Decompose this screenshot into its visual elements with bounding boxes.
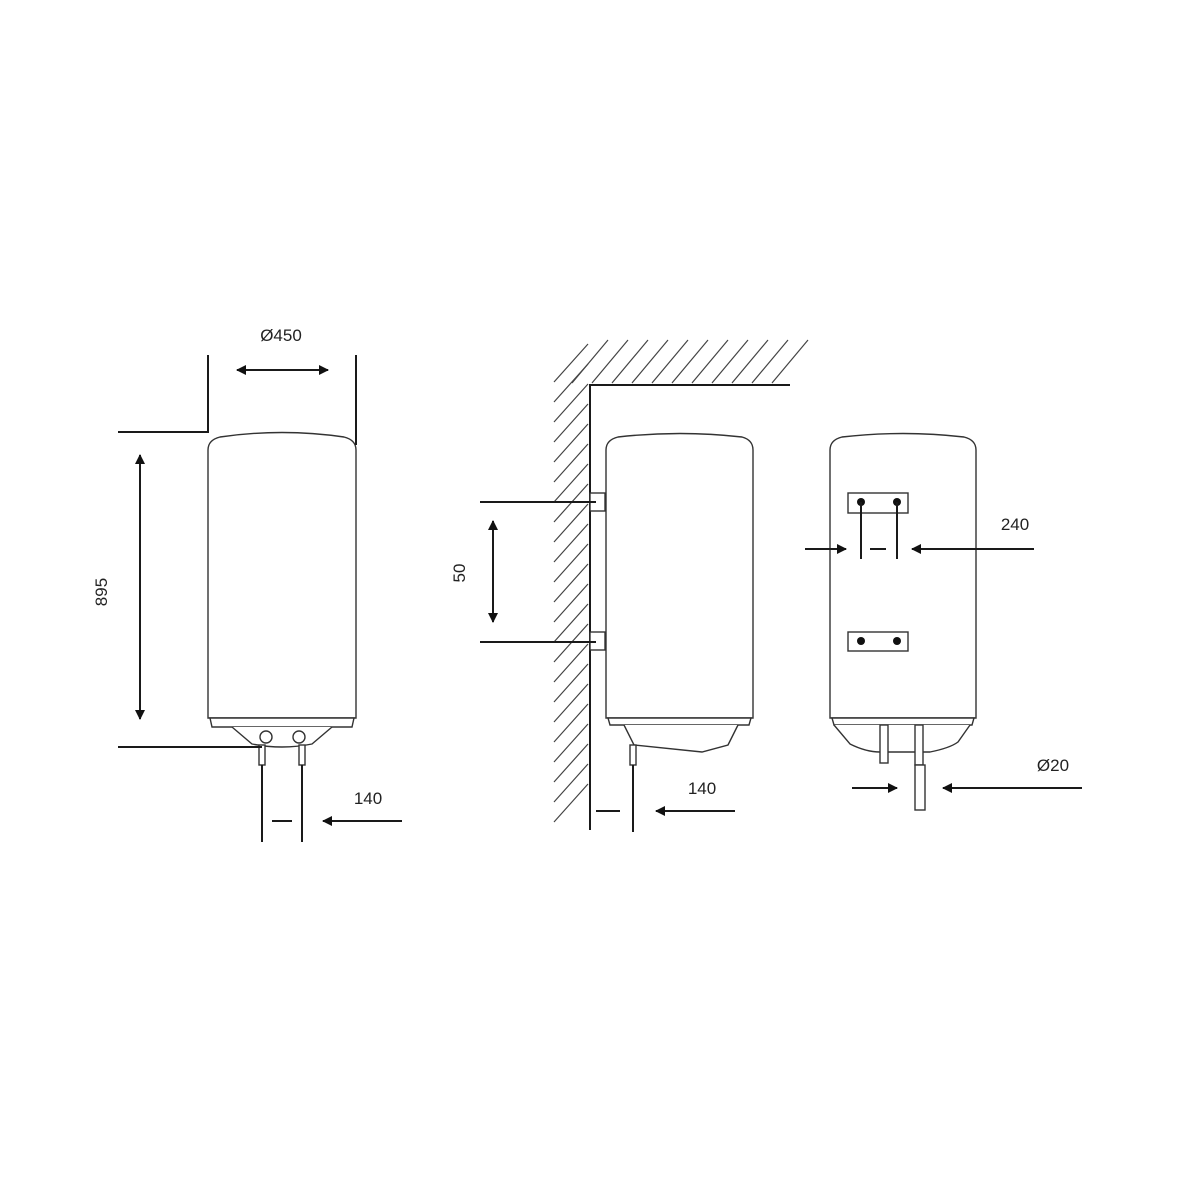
wall-hatching [553, 339, 809, 823]
tank-base-band [209, 717, 355, 728]
pipe-diameter-label: Ø20 [1037, 756, 1069, 775]
hatch-line [591, 339, 629, 384]
hatch-line [553, 543, 589, 583]
bottom-cover [623, 724, 739, 753]
hatch-line [553, 643, 589, 683]
pipe-spacing-label: 140 [354, 789, 382, 808]
hatch-line [553, 423, 589, 463]
hatch-line [711, 339, 749, 384]
mounting-plate-bottom [847, 631, 909, 652]
hatch-line [553, 743, 589, 783]
hatch-line [553, 583, 589, 623]
hatch-line [731, 339, 769, 384]
pipe-right [914, 764, 926, 811]
tank-body [829, 432, 977, 719]
height-label: 895 [92, 578, 111, 606]
wall-outline [589, 384, 790, 830]
bottom-cover [833, 724, 971, 753]
hatch-line [553, 443, 589, 483]
side-view: 50 140 [450, 339, 809, 832]
hatch-line [553, 663, 589, 703]
bracket-spacing-label: 50 [450, 564, 469, 583]
hatch-line [671, 339, 709, 384]
hatch-line [631, 339, 669, 384]
hatch-line [651, 339, 689, 384]
mounting-plate-top [847, 492, 909, 514]
hatch-line [553, 563, 589, 603]
hatch-line [553, 403, 589, 443]
pipe-outlet-left [259, 730, 273, 744]
bottom-cover [231, 726, 333, 748]
pipe-outlet-right [292, 730, 306, 744]
hatch-line [553, 343, 589, 383]
back-view: 240 Ø20 [805, 432, 1082, 811]
hatch-line [553, 383, 589, 423]
hatch-line [553, 763, 589, 803]
hatch-line [751, 339, 789, 384]
mounting-hole [857, 637, 865, 645]
hatch-line [691, 339, 729, 384]
pipe-stub-left [879, 724, 889, 764]
mounting-hole [893, 637, 901, 645]
pipe-stub [629, 744, 637, 766]
tank-base-band [831, 717, 975, 726]
pipe-stub-right [914, 724, 924, 766]
hatch-line [553, 703, 589, 743]
hatch-line [553, 523, 589, 563]
tank-body [207, 431, 357, 719]
hatch-line [553, 603, 589, 643]
hatch-line [553, 683, 589, 723]
tank-base-band [607, 717, 752, 726]
front-view: Ø450 895 140 [92, 326, 402, 842]
hole-spacing-label: 240 [1001, 515, 1029, 534]
hatch-line [553, 503, 589, 543]
tank-body [605, 432, 754, 719]
hatch-line [553, 463, 589, 503]
hatch-line [611, 339, 649, 384]
hatch-line [553, 783, 589, 823]
hatch-line [771, 339, 809, 384]
pipe-offset-label: 140 [688, 779, 716, 798]
extension-line-top-left [118, 355, 209, 433]
pipe-stub-right [298, 744, 306, 766]
diameter-label: Ø450 [260, 326, 302, 345]
hatch-line [553, 723, 589, 763]
hatch-line [571, 339, 609, 384]
